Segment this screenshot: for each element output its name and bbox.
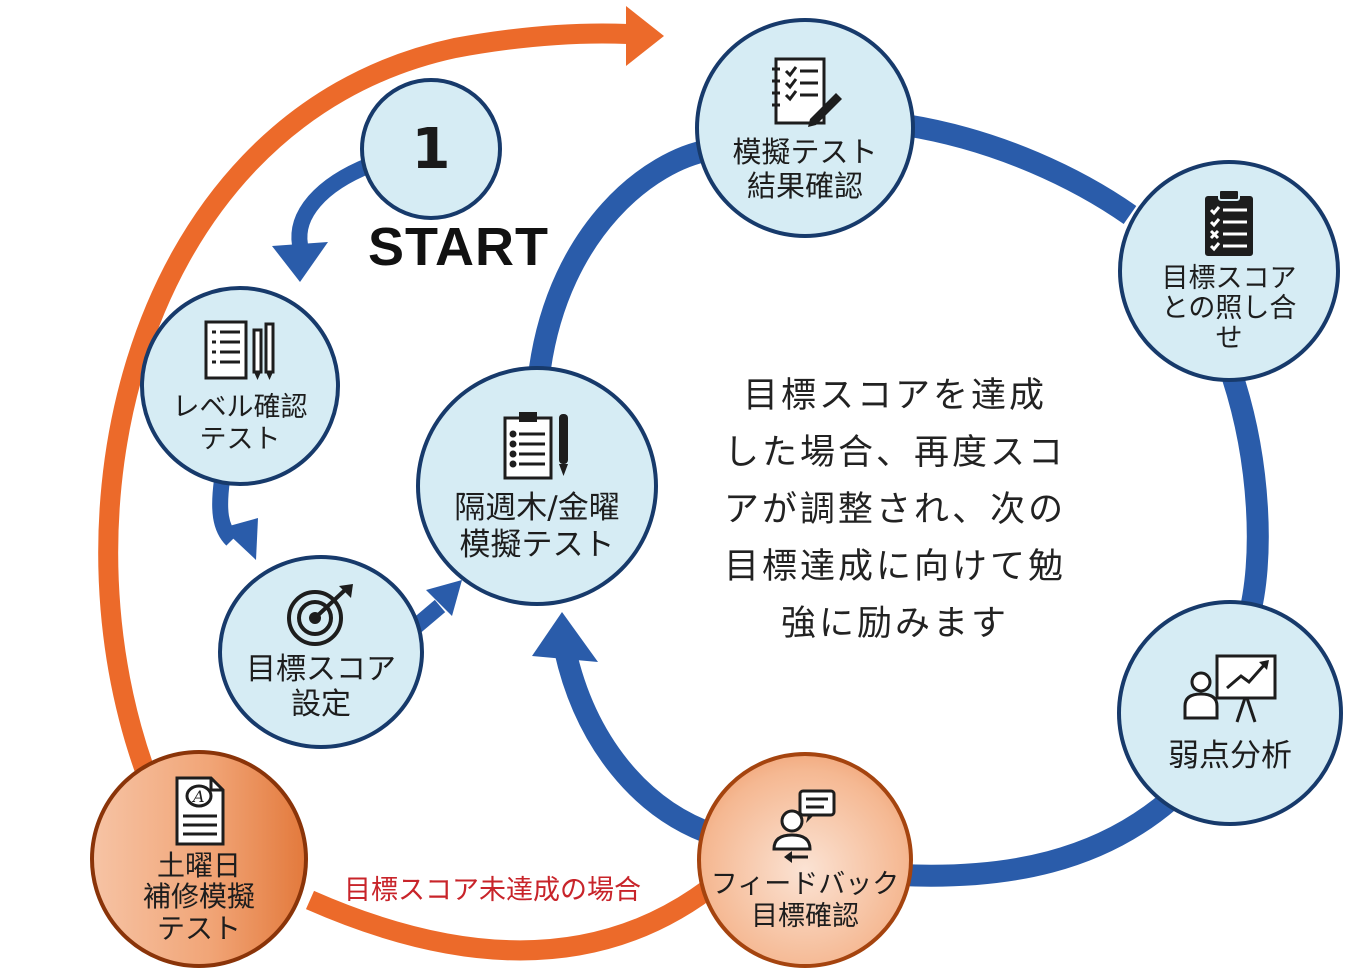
node-level-check-test: レベル確認 テスト [140, 286, 340, 486]
clipboard-checklist-icon [1199, 188, 1259, 260]
svg-text:A: A [191, 787, 205, 806]
target-to-mock-arrowhead [426, 580, 462, 616]
node-weakness-analysis-label: 弱点分析 [1168, 737, 1292, 774]
notebook-checklist-icon [766, 53, 844, 131]
node-target-score-setting-label: 目標スコア 設定 [246, 651, 396, 722]
clipboard-pen-icon [497, 408, 577, 482]
graded-paper-icon: A [171, 774, 227, 848]
blue-cycle-arrowhead [532, 612, 598, 662]
node-saturday-remedial-test-label: 土曜日 補修模擬 テスト [142, 848, 255, 945]
node-biweekly-mock-test-label: 隔週木/金曜 模擬テスト [454, 490, 620, 563]
node-biweekly-mock-test: 隔週木/金曜 模擬テスト [416, 366, 658, 606]
presenter-chart-icon [1181, 652, 1279, 724]
node-feedback-goal-check: フィードバック 目標確認 [697, 752, 913, 968]
node-target-score-setting: 目標スコア 設定 [218, 555, 424, 749]
blue-cycle-ring [529, 114, 1269, 887]
target-arrow-icon [281, 582, 361, 648]
start-arrowhead [272, 242, 328, 282]
node-weakness-analysis: 弱点分析 [1117, 600, 1343, 826]
start-step-circle: 1 [360, 78, 502, 220]
level-to-target-arrowhead [222, 518, 258, 560]
node-mock-result-check: 模擬テスト 結果確認 [695, 18, 915, 238]
node-target-score-compare-label: 目標スコア との照し合 せ [1161, 262, 1297, 355]
level-to-target-arrow [212, 478, 239, 546]
person-speech-icon [770, 787, 840, 865]
orange-loop-arrow [98, 23, 727, 961]
fail-branch-label: 目標スコア未達成の場合 [344, 875, 641, 906]
node-target-score-compare: 目標スコア との照し合 せ [1118, 160, 1340, 382]
node-saturday-remedial-test: A 土曜日 補修模擬 テスト [90, 750, 308, 968]
start-label: START [368, 217, 549, 277]
orange-loop-arrowhead [626, 6, 664, 66]
checklist-pencils-icon [200, 316, 280, 386]
center-message: 目標スコアを達成 した場合、再度スコ アが調整され、次の 目標達成に向けて勉 強… [723, 376, 1067, 644]
start-step-number: 1 [411, 116, 451, 182]
node-mock-result-check-label: 模擬テスト 結果確認 [732, 134, 878, 203]
node-level-check-label: レベル確認 テスト [172, 392, 308, 455]
node-feedback-goal-check-label: フィードバック 目標確認 [710, 869, 900, 932]
start-arrow [291, 157, 374, 247]
